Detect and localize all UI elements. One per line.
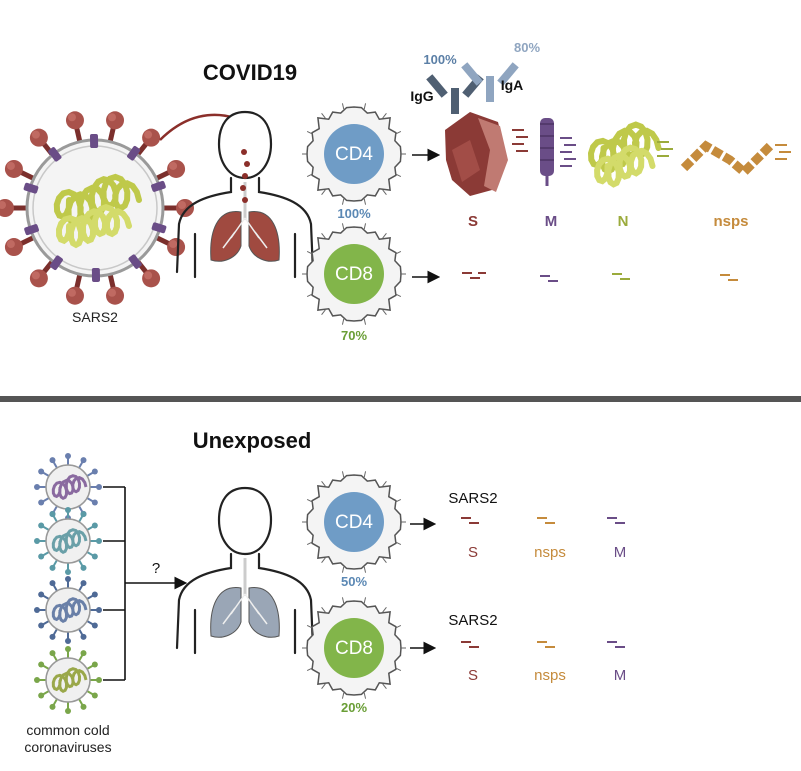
sars2-label: SARS2 xyxy=(72,309,118,325)
nsps-protein-icon xyxy=(680,140,774,179)
cd8-cell-icon xyxy=(302,597,406,699)
bottom-cd4-label: CD4 xyxy=(335,512,373,533)
common-cold-virus-icons xyxy=(34,453,102,714)
human-covid-icon xyxy=(175,110,315,279)
bottom-cd4-pct: 50% xyxy=(341,574,367,589)
bottom-cd8-pct: 20% xyxy=(341,700,367,715)
top-title: COVID19 xyxy=(203,60,297,85)
cd4-cell-icon xyxy=(302,471,406,573)
human-unexposed-icon xyxy=(175,486,315,655)
bottom-cd4-antigen-m: M xyxy=(614,544,627,561)
antibody-icon xyxy=(426,62,519,114)
epitope-marks xyxy=(461,129,791,648)
cold-label-line1: common cold xyxy=(26,722,109,738)
cd8-cell-icon xyxy=(302,223,406,325)
bottom-cd4-antigen-s: S xyxy=(468,544,478,561)
top-cd4-pct: 100% xyxy=(337,206,371,221)
bottom-cd4-antigen-nsps: nsps xyxy=(534,544,566,561)
bottom-cd4-source: SARS2 xyxy=(448,490,497,507)
panel-divider xyxy=(0,396,801,402)
iga-pct: 80% xyxy=(514,40,540,55)
igg-label: IgG xyxy=(410,88,433,104)
nucleocapsid-protein-icon xyxy=(587,121,662,188)
antigen-label-m: M xyxy=(545,213,558,230)
bottom-cd8-source: SARS2 xyxy=(448,612,497,629)
antigen-label-n: N xyxy=(618,213,629,230)
question-mark: ? xyxy=(152,560,160,577)
spike-protein-icon xyxy=(445,112,508,196)
bottom-cd8-antigen-nsps: nsps xyxy=(534,667,566,684)
top-cd4-label: CD4 xyxy=(335,144,373,165)
bottom-cd8-label: CD8 xyxy=(335,638,373,659)
antigen-label-s: S xyxy=(468,213,478,230)
antigen-label-nsps: nsps xyxy=(713,213,748,230)
top-cd8-pct: 70% xyxy=(341,328,367,343)
bottom-title: Unexposed xyxy=(193,428,312,453)
cd4-cell-icon xyxy=(302,103,406,205)
bottom-cd8-antigen-m: M xyxy=(614,667,627,684)
iga-label: IgA xyxy=(501,77,524,93)
igg-pct: 100% xyxy=(423,52,457,67)
top-cd8-label: CD8 xyxy=(335,264,373,285)
bracket-connector xyxy=(103,486,126,681)
bottom-cd8-antigen-s: S xyxy=(468,667,478,684)
cold-label-line2: coronaviruses xyxy=(24,739,111,755)
sars2-virus-icon xyxy=(0,111,194,305)
membrane-protein-icon xyxy=(540,118,554,186)
